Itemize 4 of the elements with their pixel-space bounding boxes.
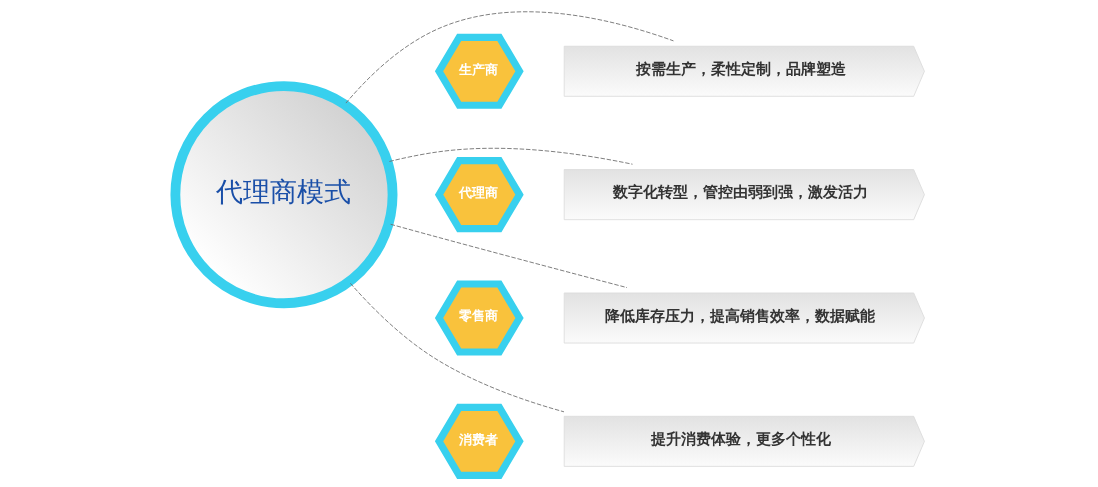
connector [349, 282, 565, 413]
connector [390, 223, 628, 289]
connector [388, 147, 633, 165]
connector [345, 11, 674, 104]
